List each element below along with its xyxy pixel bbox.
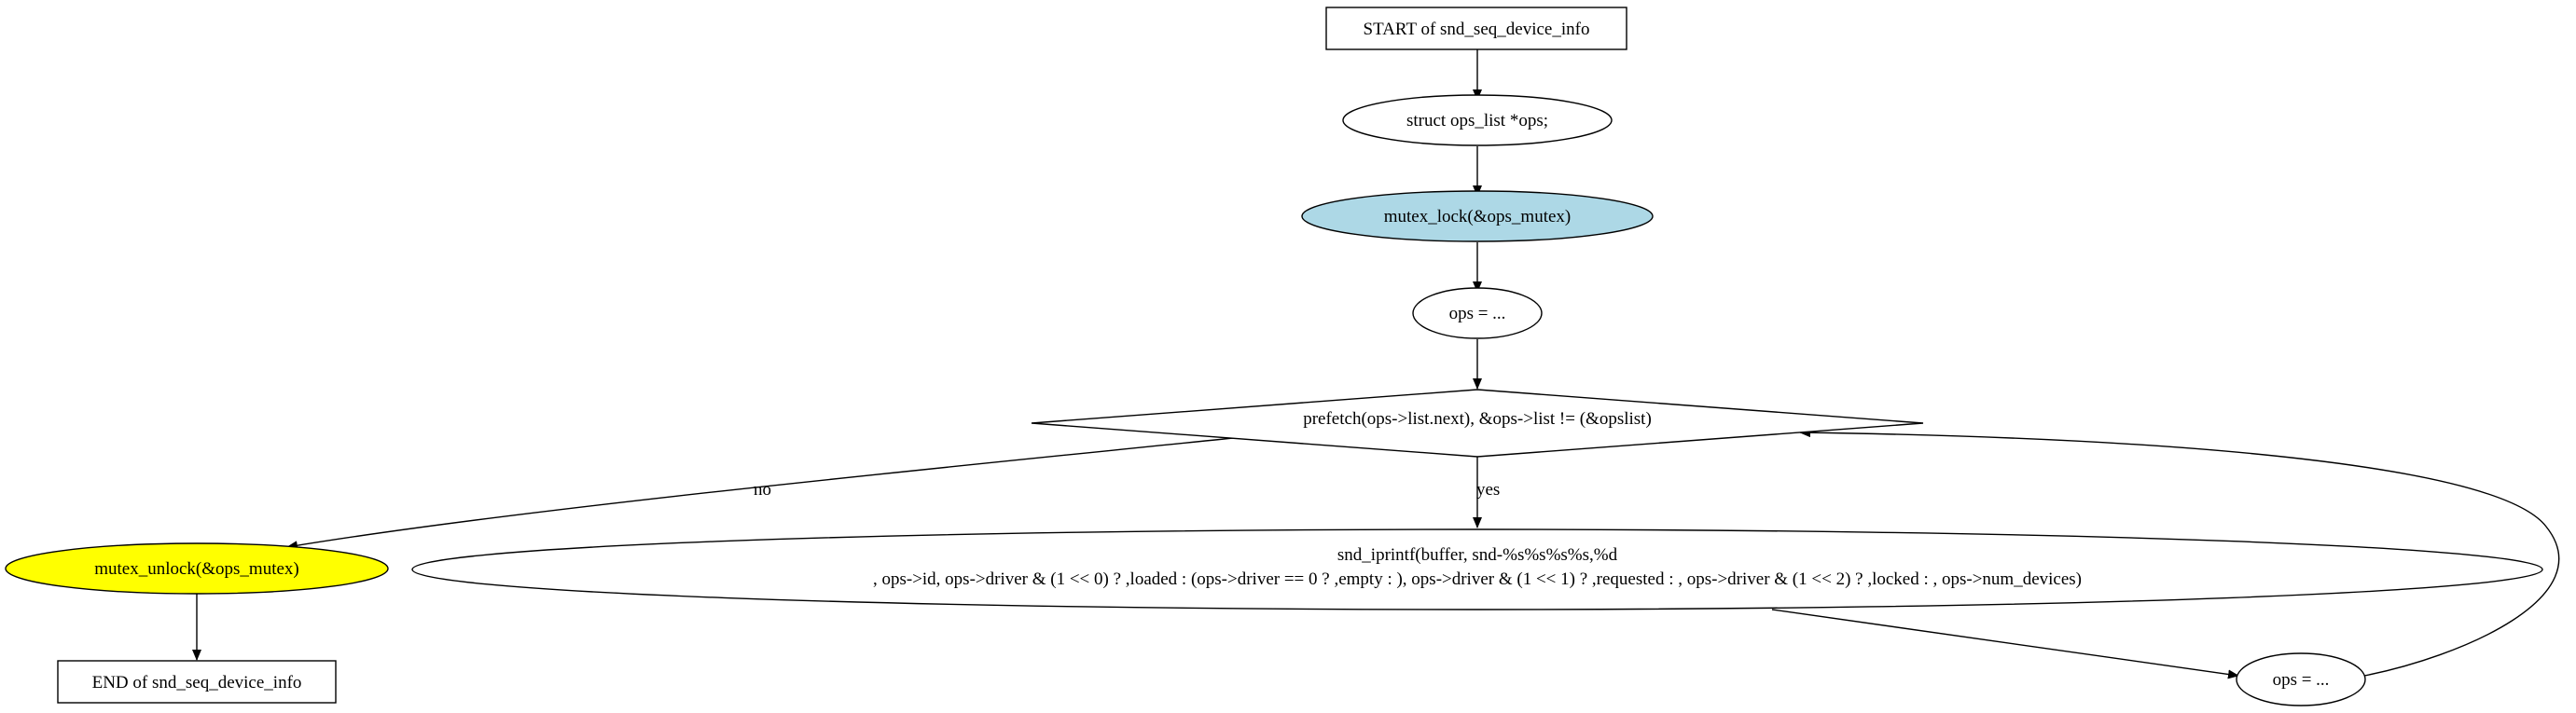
edge-print-to-next: [1771, 609, 2239, 679]
node-start: START of snd_seq_device_info: [1325, 7, 1627, 50]
cond-label: prefetch(ops->list.next), &ops->list != …: [1303, 409, 1652, 429]
decl-ellipse: [1342, 94, 1613, 146]
next-label: ops = ...: [2273, 670, 2330, 690]
edge-label-no: no: [754, 480, 771, 500]
node-next: ops = ...: [2236, 652, 2366, 706]
print-ellipse: [411, 528, 2543, 610]
init-ellipse: [1412, 287, 1543, 339]
edge-label-yes: yes: [1476, 480, 1500, 500]
node-print: snd_iprintf(buffer, snd-%s%s%s%s,%d , op…: [411, 528, 2543, 610]
decl-label: struct ops_list *ops;: [1406, 111, 1548, 130]
unlock-label: mutex_unlock(&ops_mutex): [94, 559, 299, 579]
node-end: END of snd_seq_device_info: [57, 660, 337, 704]
lock-label: mutex_lock(&ops_mutex): [1384, 207, 1572, 226]
lock-ellipse: [1301, 190, 1654, 242]
node-decl: struct ops_list *ops;: [1342, 94, 1613, 146]
edge-next-loop-to-cond: [1799, 428, 2560, 678]
node-cond: prefetch(ops->list.next), &ops->list != …: [1031, 389, 1924, 458]
node-init: ops = ...: [1412, 287, 1543, 339]
node-lock: mutex_lock(&ops_mutex): [1301, 190, 1654, 242]
end-label: END of snd_seq_device_info: [92, 673, 302, 692]
unlock-ellipse: [5, 542, 389, 595]
start-box: [1325, 7, 1627, 50]
init-label: ops = ...: [1449, 304, 1506, 323]
print-label-line2: , ops->id, ops->driver & (1 << 0) ? ,loa…: [873, 569, 2082, 589]
cond-diamond: [1031, 389, 1924, 458]
next-ellipse: [2236, 652, 2366, 706]
print-label-line1: snd_iprintf(buffer, snd-%s%s%s%s,%d: [1337, 545, 1618, 565]
edges: [192, 49, 2560, 679]
end-box: [57, 660, 337, 704]
edge-cond-no-to-unlock: [286, 437, 1234, 551]
start-label: START of snd_seq_device_info: [1364, 20, 1590, 39]
node-unlock: mutex_unlock(&ops_mutex): [5, 542, 389, 595]
